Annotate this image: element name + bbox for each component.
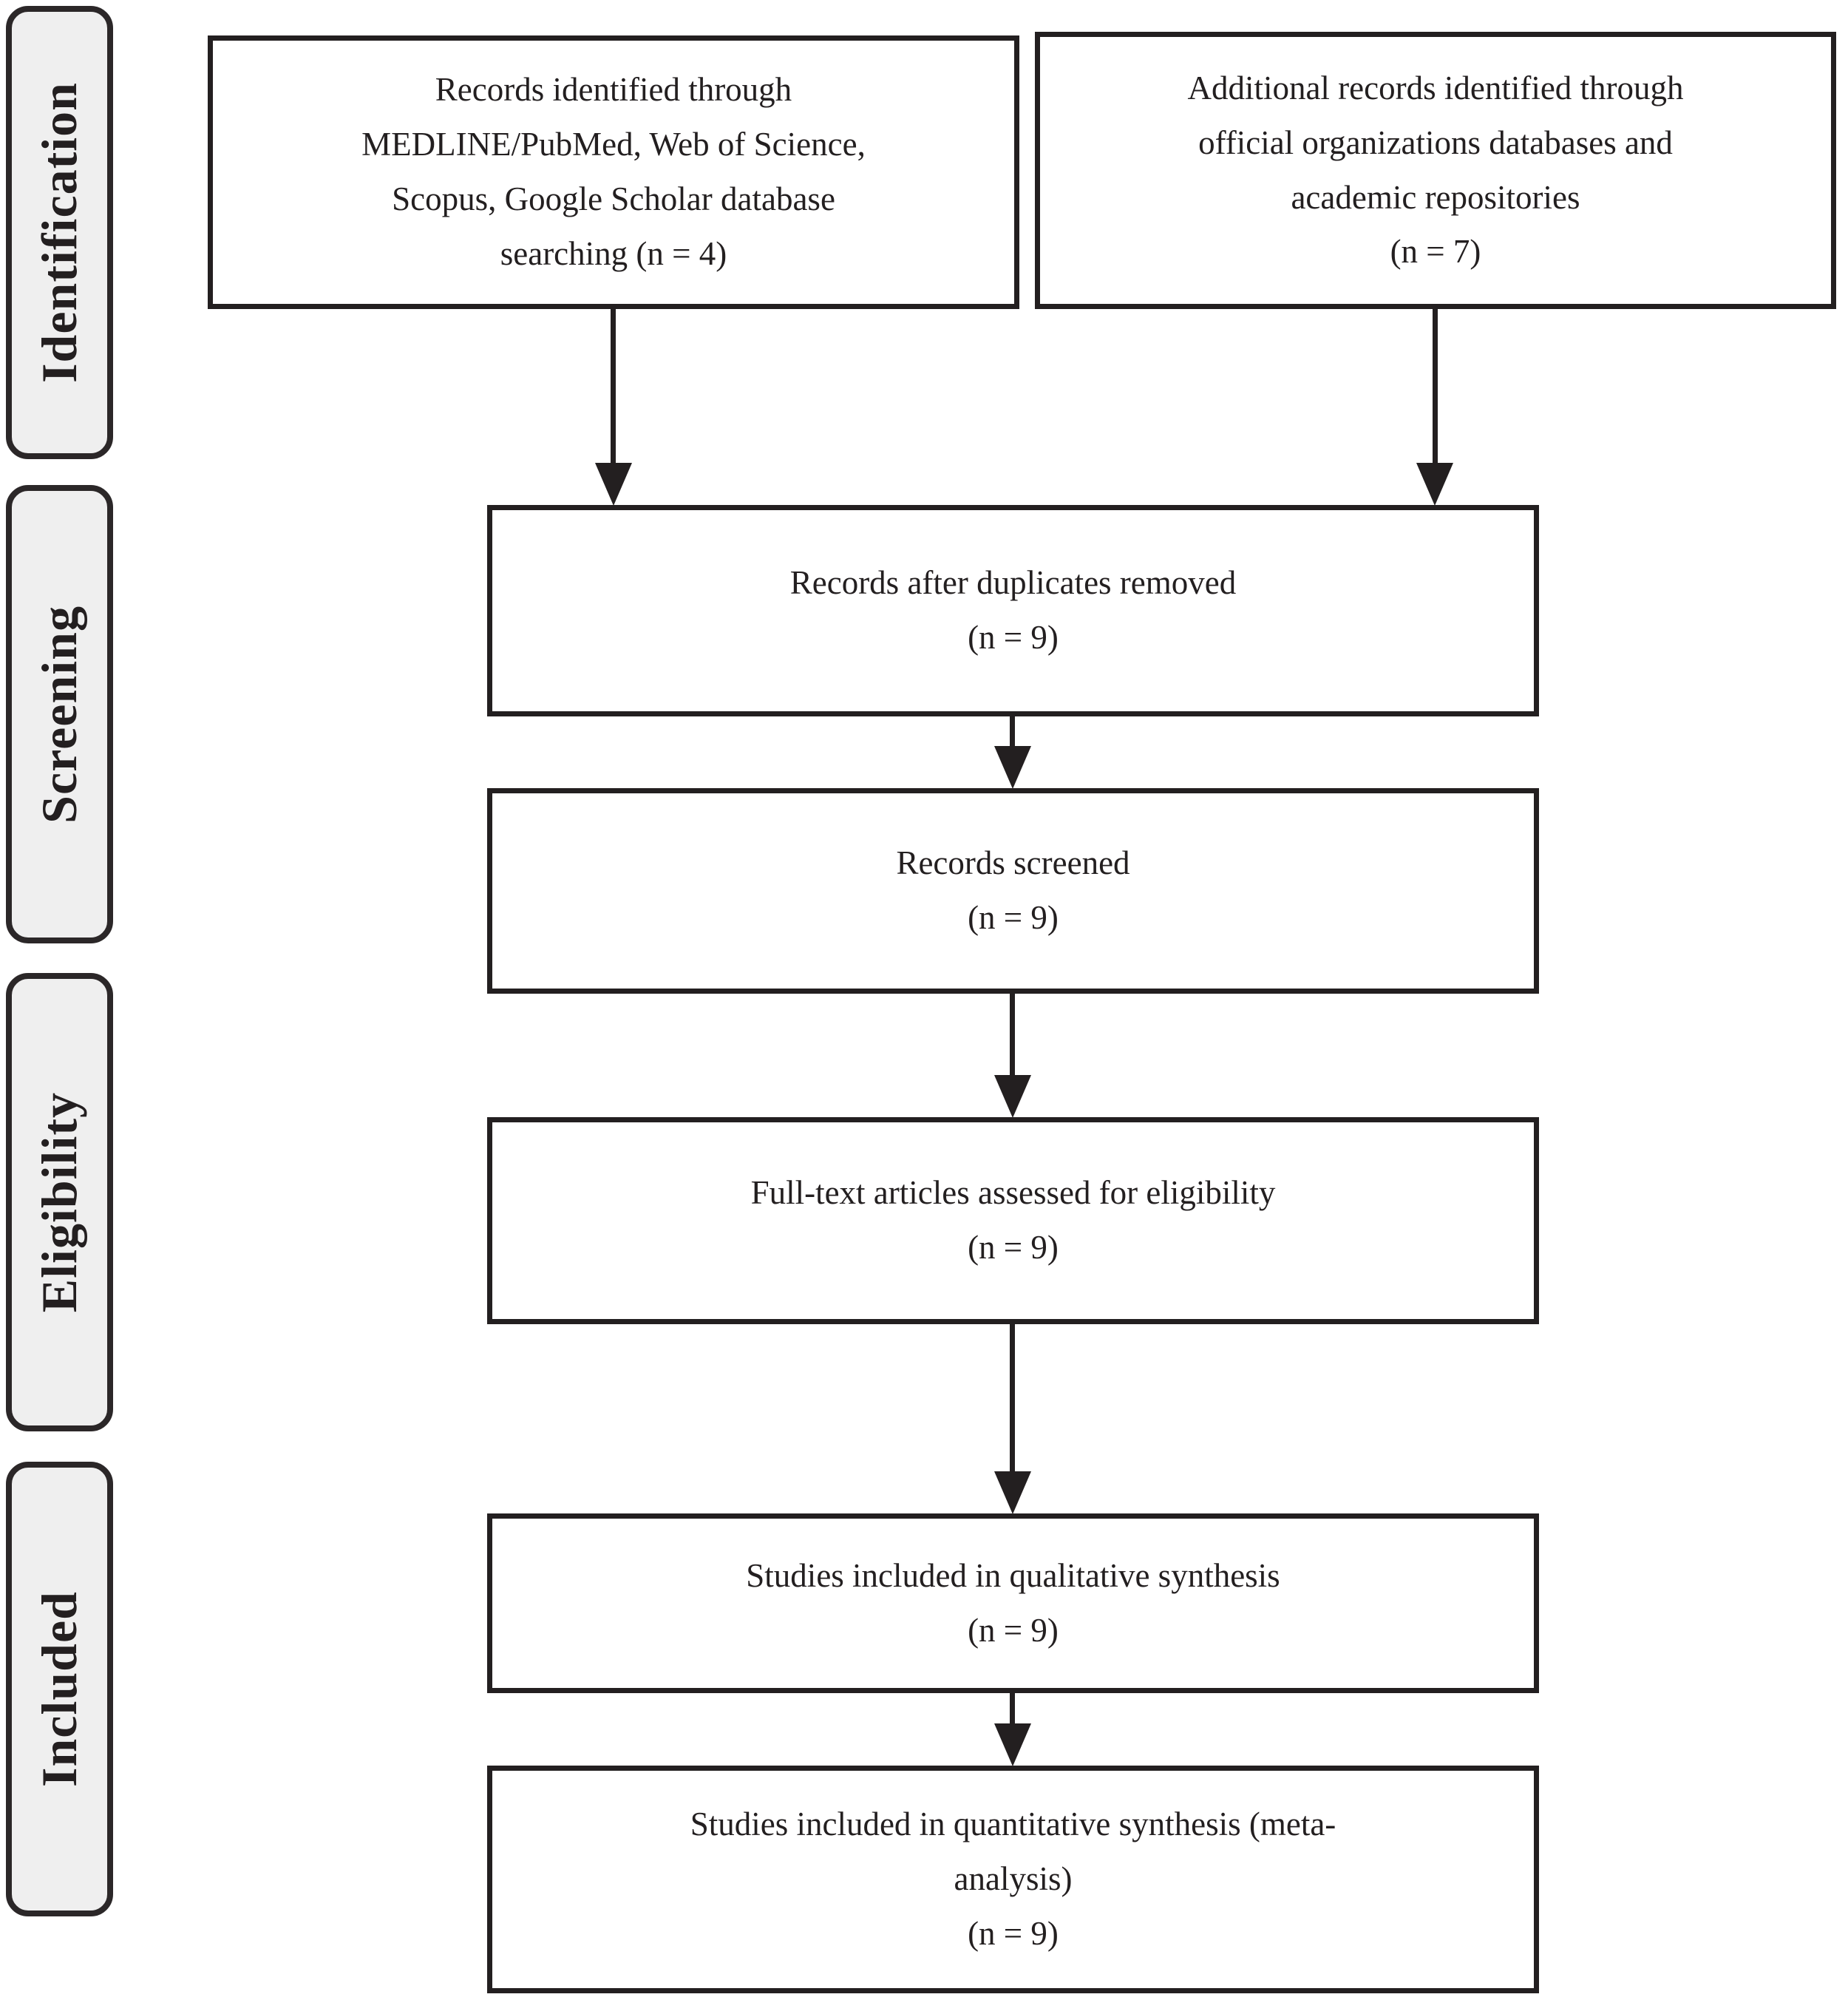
box-records-after-duplicates-removed: Records after duplicates removed (n = 9) (487, 505, 1539, 716)
box-records-screened: Records screened (n = 9) (487, 788, 1539, 994)
arrow-down-icon (1416, 463, 1453, 506)
arrow-down-icon (994, 746, 1031, 789)
box-qualitative-synthesis: Studies included in qualitative synthesi… (487, 1513, 1539, 1693)
stage-identification-label: Identification (31, 82, 87, 383)
box-line: Full-text articles assessed for eligibil… (750, 1174, 1276, 1212)
box-fulltext-assessed: Full-text articles assessed for eligibil… (487, 1117, 1539, 1324)
arrow-down-icon (994, 1075, 1031, 1118)
arrow-duplicates-to-screened-line (1010, 716, 1015, 747)
arrow-screened-to-fulltext-line (1010, 994, 1015, 1077)
box-line: searching (n = 4) (500, 234, 727, 272)
stage-screening-label: Screening (31, 605, 87, 824)
box-line: Records identified through (435, 71, 792, 109)
stage-eligibility: Eligibility (6, 973, 113, 1431)
box-line: Additional records identified through (1187, 69, 1684, 106)
arrow-additional-records-to-duplicates-line (1433, 309, 1438, 464)
box-line: (n = 9) (968, 899, 1059, 936)
stage-identification: Identification (6, 6, 113, 459)
arrow-down-icon (994, 1471, 1031, 1514)
stage-screening: Screening (6, 485, 113, 943)
stage-eligibility-label: Eligibility (31, 1091, 87, 1313)
box-line: Scopus, Google Scholar database (392, 180, 835, 217)
box-line: MEDLINE/PubMed, Web of Science, (361, 126, 866, 163)
box-line: (n = 9) (968, 1914, 1059, 1952)
arrow-fulltext-to-qualitative-line (1010, 1324, 1015, 1473)
box-line: (n = 9) (968, 619, 1059, 656)
box-line: official organizations databases and (1198, 123, 1673, 161)
box-line: Records screened (896, 844, 1130, 882)
box-line: Studies included in qualitative synthesi… (746, 1556, 1280, 1594)
box-records-identified: Records identified through MEDLINE/PubMe… (208, 35, 1019, 309)
arrow-down-icon (595, 463, 632, 506)
arrow-records-identified-to-duplicates-line (611, 309, 616, 464)
box-line: Records after duplicates removed (789, 564, 1237, 602)
arrow-down-icon (994, 1723, 1031, 1766)
box-line: Studies included in quantitative synthes… (690, 1806, 1336, 1843)
box-line: analysis) (954, 1860, 1073, 1898)
arrow-qualitative-to-quantitative-line (1010, 1693, 1015, 1725)
stage-included-label: Included (31, 1591, 87, 1787)
box-line: academic repositories (1291, 178, 1580, 216)
box-line: (n = 9) (968, 1229, 1059, 1266)
stage-included: Included (6, 1462, 113, 1916)
box-line: (n = 7) (1390, 233, 1481, 271)
box-line: (n = 9) (968, 1611, 1059, 1649)
box-quantitative-synthesis: Studies included in quantitative synthes… (487, 1766, 1539, 1993)
box-additional-records: Additional records identified through of… (1035, 32, 1836, 309)
